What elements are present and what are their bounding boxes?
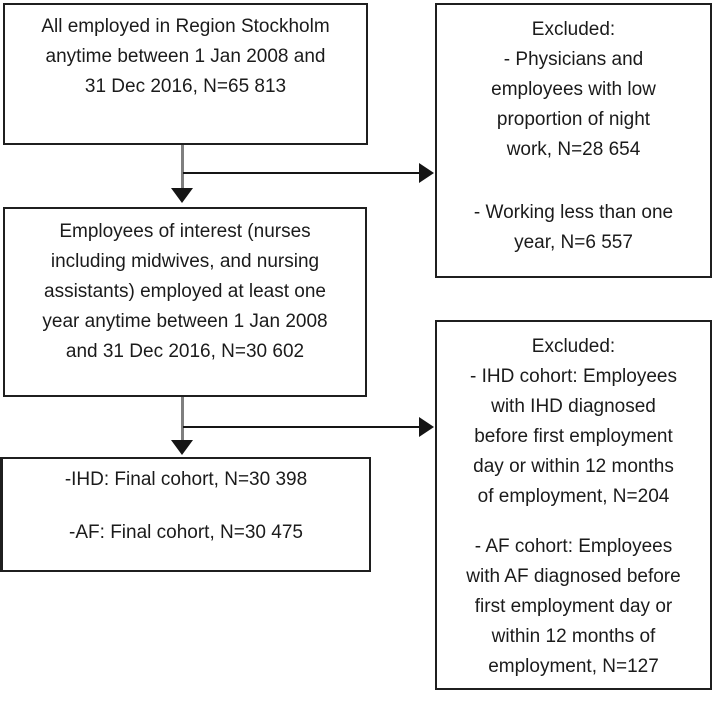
text-line: within 12 months of xyxy=(491,626,656,647)
text-line: day or within 12 months xyxy=(473,456,674,477)
text-line: assistants) employed at least one xyxy=(44,281,326,302)
text-line: employees with low xyxy=(491,79,656,100)
source-population-box: All employed in Region Stockholm anytime… xyxy=(3,3,368,145)
text-line: All employed in Region Stockholm xyxy=(41,16,330,37)
arrowhead-down-icon xyxy=(171,188,193,203)
text-line: - IHD cohort: Employees xyxy=(470,366,677,387)
connector-line-horizontal-2 xyxy=(183,426,420,428)
text-line: of employment, N=204 xyxy=(477,486,670,507)
text-line: Excluded: xyxy=(531,336,616,357)
text-line: including midwives, and nursing xyxy=(50,251,320,272)
text-line: -AF: Final cohort, N=30 475 xyxy=(69,522,303,543)
blank-line xyxy=(437,165,710,198)
text-line: with IHD diagnosed xyxy=(491,396,656,417)
text-line: - Working less than one xyxy=(473,202,674,223)
blank-line xyxy=(3,495,369,518)
text-line: proportion of night xyxy=(496,109,651,130)
arrowhead-down-icon xyxy=(171,440,193,455)
text-line: before first employment xyxy=(474,426,673,447)
text-line: - AF cohort: Employees xyxy=(474,536,673,557)
text-line: year anytime between 1 Jan 2008 xyxy=(42,311,328,332)
text-line: anytime between 1 Jan 2008 and xyxy=(45,46,326,67)
blank-line xyxy=(437,512,710,532)
connector-line-vertical-1 xyxy=(181,145,184,189)
arrowhead-right-icon xyxy=(419,163,434,183)
text-line: -IHD: Final cohort, N=30 398 xyxy=(64,469,308,490)
text-line: employment, N=127 xyxy=(488,656,659,677)
text-line: Excluded: xyxy=(531,19,616,40)
text-line: work, N=28 654 xyxy=(506,139,641,160)
text-line: Employees of interest (nurses xyxy=(59,221,311,242)
final-cohort-box: -IHD: Final cohort, N=30 398 -AF: Final … xyxy=(0,457,371,572)
excluded-bottom-box: Excluded: - IHD cohort: Employees with I… xyxy=(435,320,712,690)
cohort-box: Employees of interest (nurses including … xyxy=(3,207,367,397)
text-line: with AF diagnosed before xyxy=(466,566,681,587)
text-line: year, N=6 557 xyxy=(514,232,633,253)
connector-line-horizontal-1 xyxy=(183,172,420,174)
connector-line-vertical-2 xyxy=(181,397,184,441)
text-line: - Physicians and xyxy=(503,49,644,70)
arrowhead-right-icon xyxy=(419,417,434,437)
text-line: first employment day or xyxy=(474,596,673,617)
excluded-top-box: Excluded: - Physicians and employees wit… xyxy=(435,3,712,278)
text-line: and 31 Dec 2016, N=30 602 xyxy=(65,341,305,362)
text-line: 31 Dec 2016, N=65 813 xyxy=(84,76,287,97)
